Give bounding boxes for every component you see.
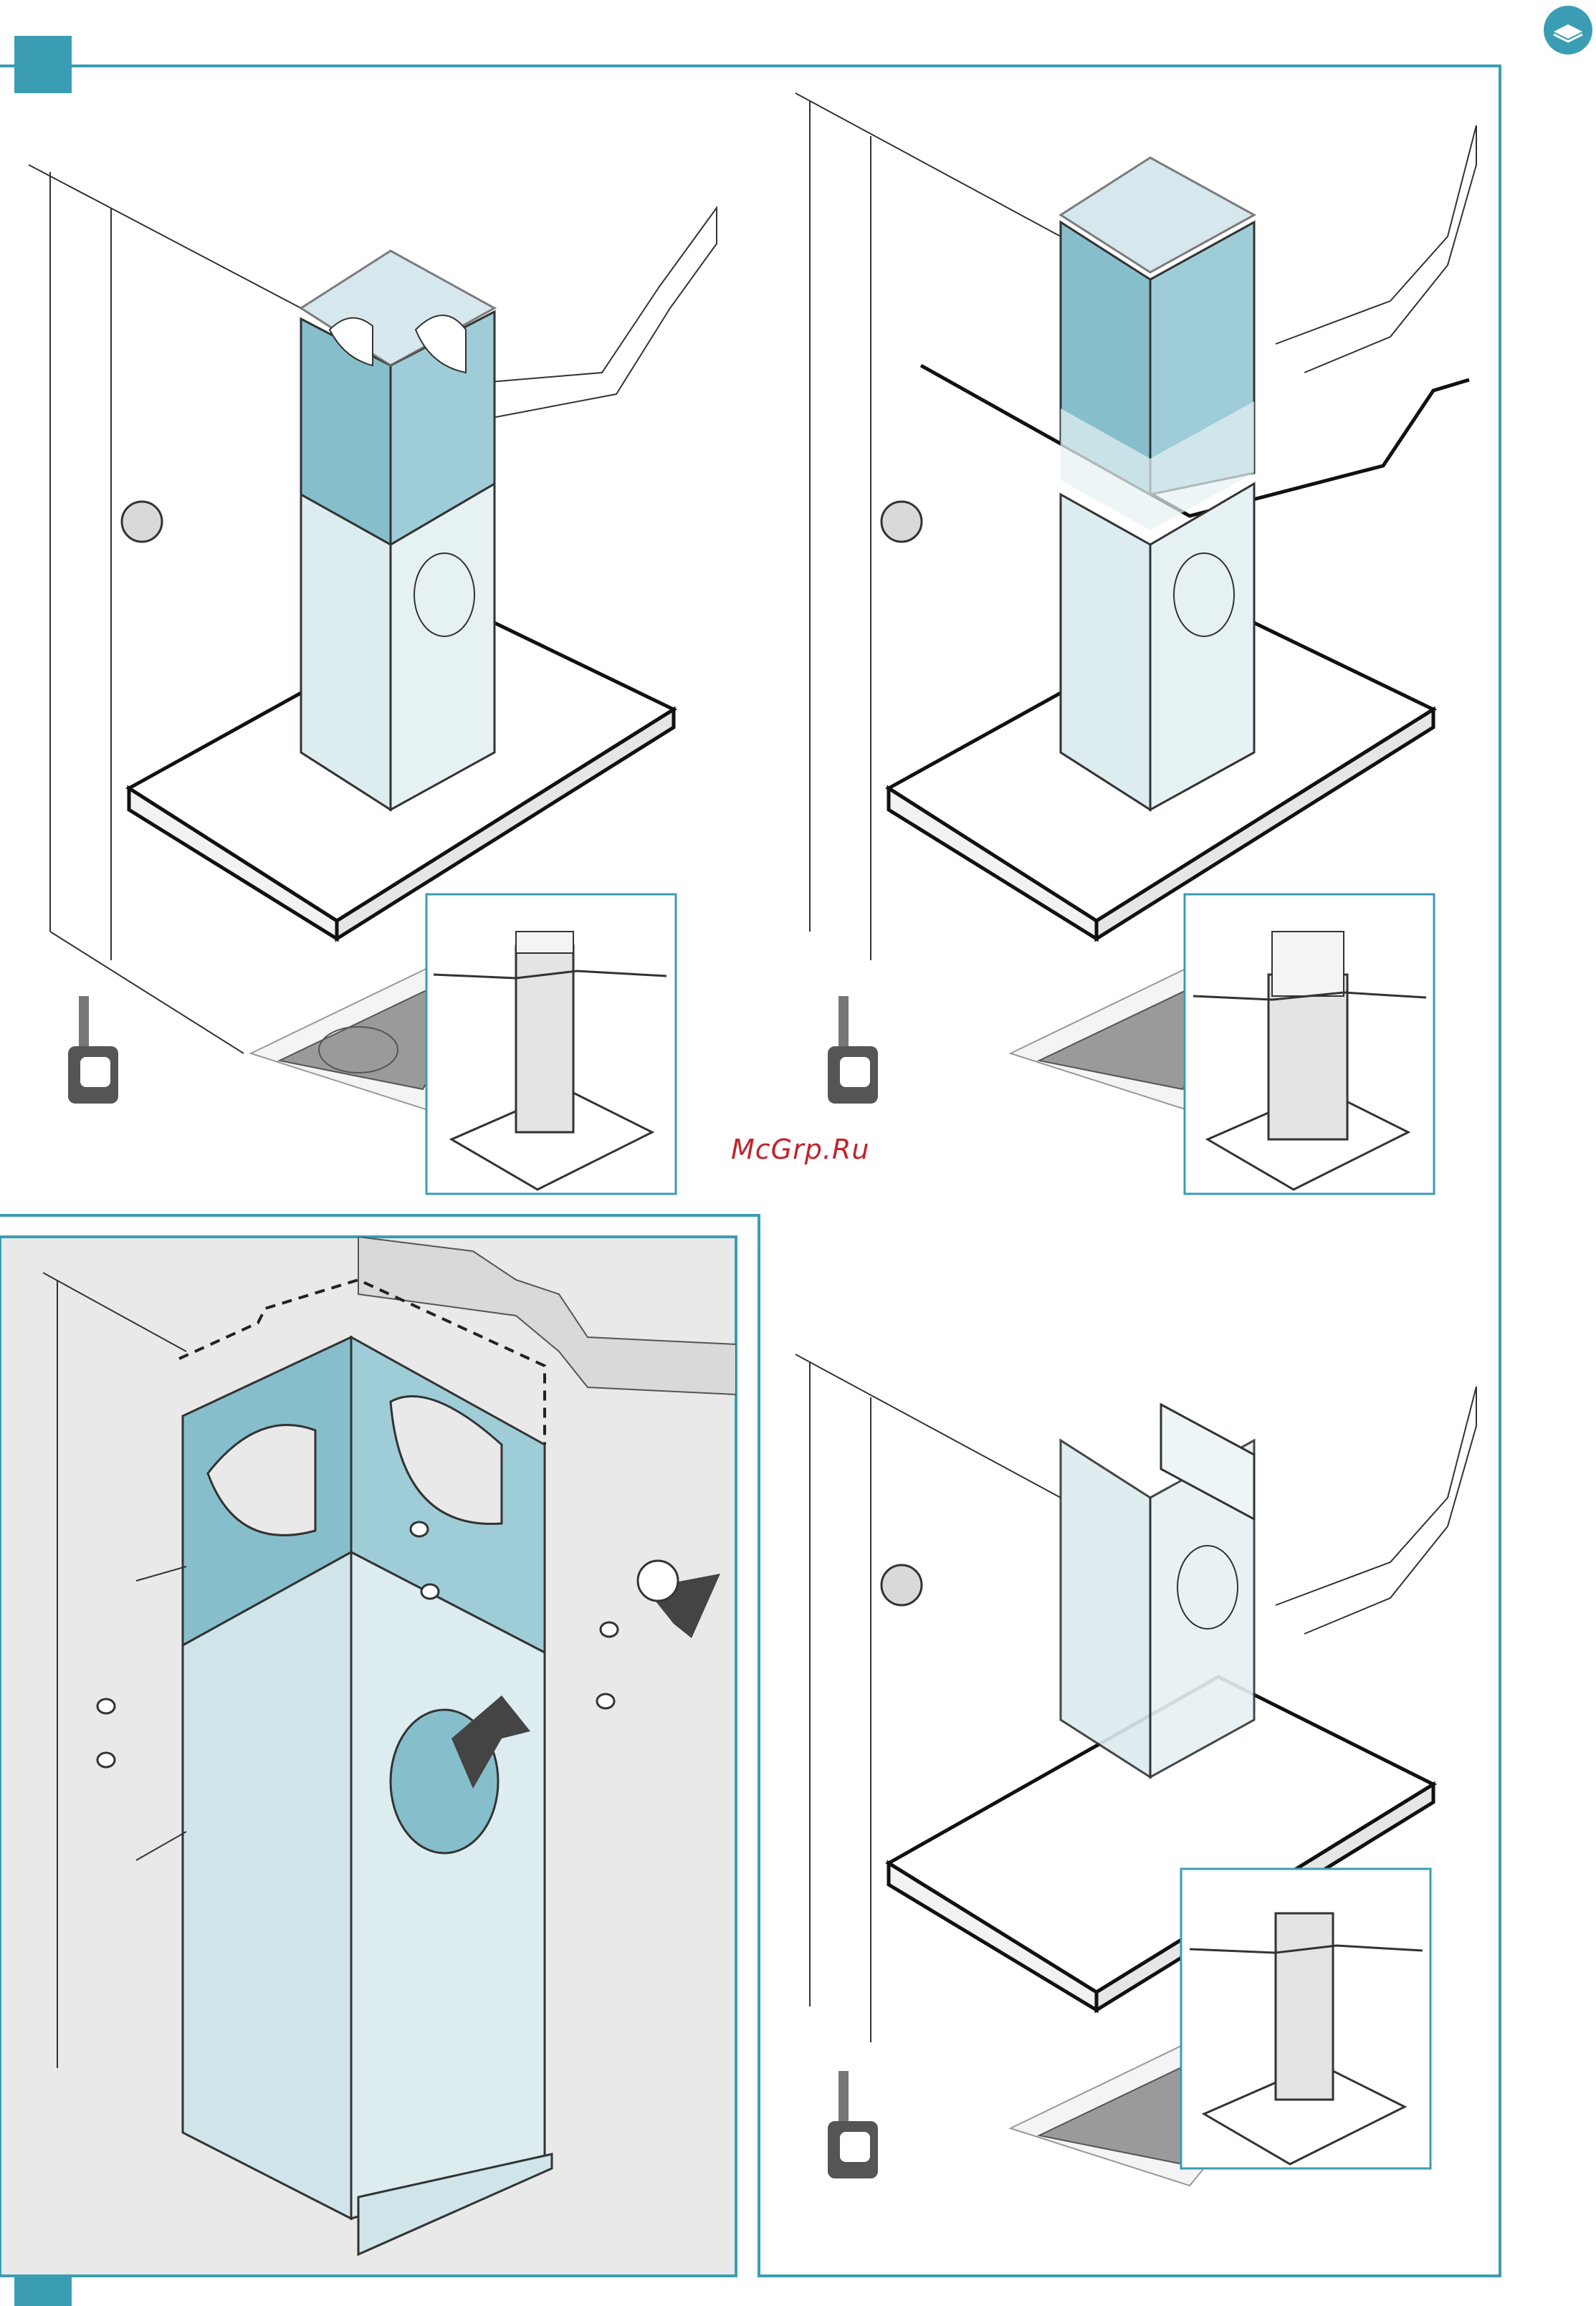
step-bottom-right (760, 1333, 1505, 2272)
screw-icon (601, 1622, 618, 1637)
screw-icon (411, 1522, 428, 1536)
book-info-icon (1541, 3, 1595, 57)
screw-icon (597, 1694, 614, 1708)
watermark: McGrp.Ru (731, 1134, 869, 1165)
callout-circle (881, 1565, 922, 1605)
step-top-right (760, 72, 1505, 1204)
screw-icon (97, 1699, 115, 1713)
callout-circle (122, 502, 162, 542)
screw-icon (421, 1584, 439, 1599)
callout-circle (638, 1561, 678, 1601)
screw-icon (97, 1753, 115, 1767)
step-bottom-left (0, 1237, 736, 2276)
step-top-left (0, 72, 752, 1204)
callout-circle (881, 502, 922, 542)
